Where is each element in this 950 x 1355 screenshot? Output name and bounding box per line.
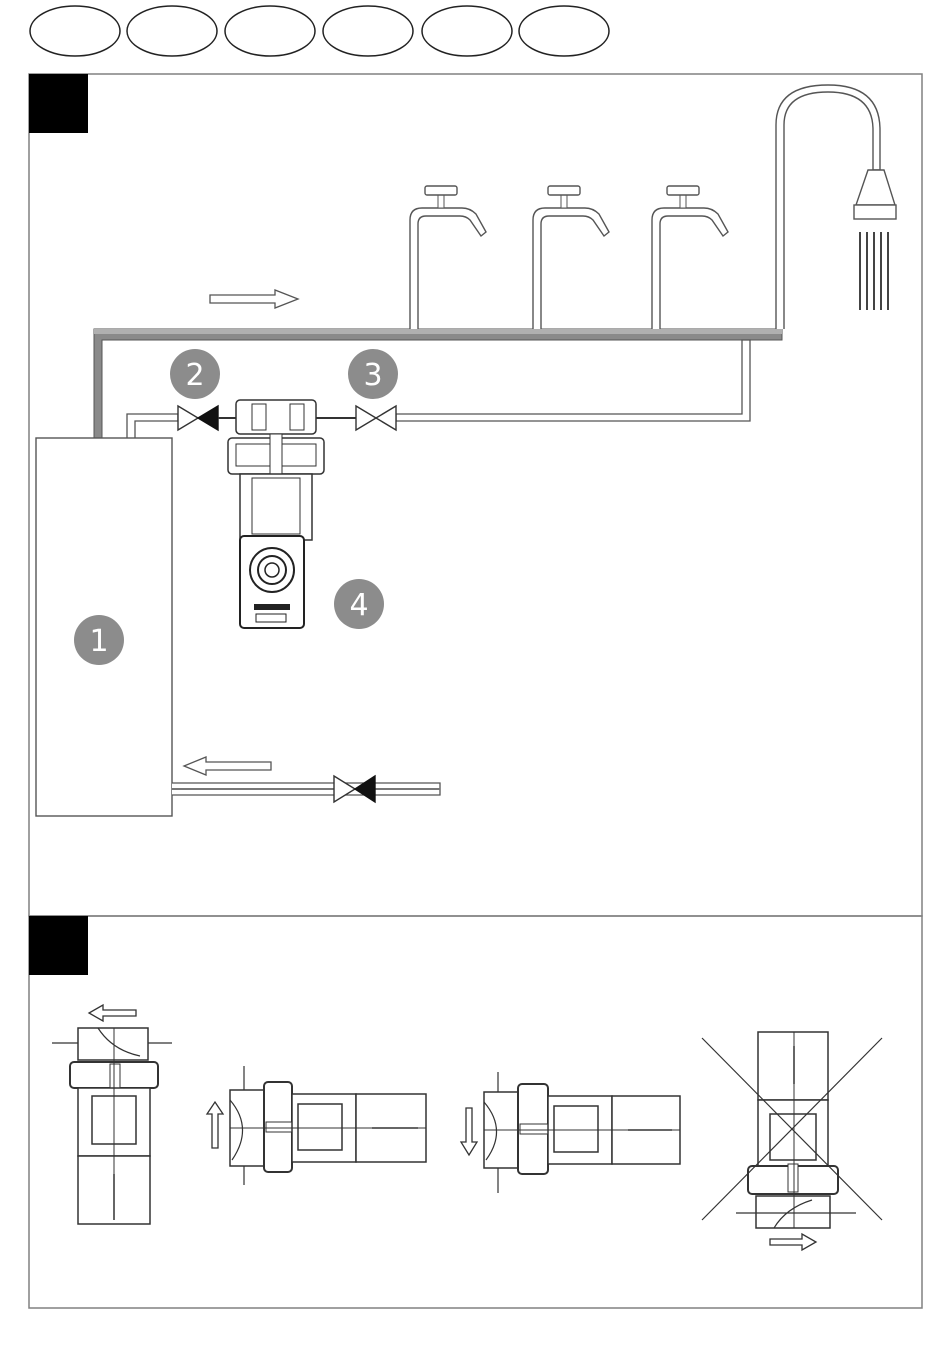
panel-badge: [29, 74, 88, 133]
panel-badge: [29, 916, 88, 975]
language-tab[interactable]: [225, 6, 315, 56]
orientation-view-horizontal-up: [207, 1066, 426, 1185]
inlet-valve-icon: [334, 776, 375, 802]
callout-3: 3: [348, 349, 398, 399]
valve-3-icon: [316, 406, 396, 430]
orientation-view-inverted: [702, 1032, 882, 1250]
arrow-down-icon: [461, 1108, 477, 1155]
filter-unit: [228, 400, 324, 628]
language-tab[interactable]: [30, 6, 120, 56]
language-tab[interactable]: [323, 6, 413, 56]
orientation-panel: [29, 916, 922, 1308]
flow-arrow-left-icon: [184, 757, 271, 775]
valve-2-icon: [178, 406, 240, 430]
language-tab[interactable]: [422, 6, 512, 56]
orientation-view-vertical: [52, 1005, 172, 1224]
svg-text:4: 4: [349, 588, 368, 623]
flow-arrow-right-icon: [210, 290, 298, 308]
language-tabs: [30, 6, 609, 56]
faucet-icon: [652, 186, 728, 329]
installation-panel: 1 2 3 4: [29, 74, 922, 916]
svg-text:2: 2: [185, 358, 204, 393]
orientation-view-horizontal-down: [461, 1072, 680, 1193]
language-tab[interactable]: [519, 6, 609, 56]
callout-1: 1: [74, 615, 124, 665]
cold-inlet-pipe: [172, 783, 440, 795]
shower-icon: [776, 85, 896, 329]
arrow-right-icon: [770, 1234, 816, 1250]
faucet-icon: [410, 186, 486, 329]
outlet-pipe: [396, 340, 750, 421]
callout-2: 2: [170, 349, 220, 399]
svg-text:3: 3: [363, 358, 382, 393]
language-tab[interactable]: [127, 6, 217, 56]
arrow-up-icon: [207, 1102, 223, 1148]
faucet-icon: [533, 186, 609, 329]
callout-4: 4: [334, 579, 384, 629]
svg-text:1: 1: [89, 624, 108, 659]
